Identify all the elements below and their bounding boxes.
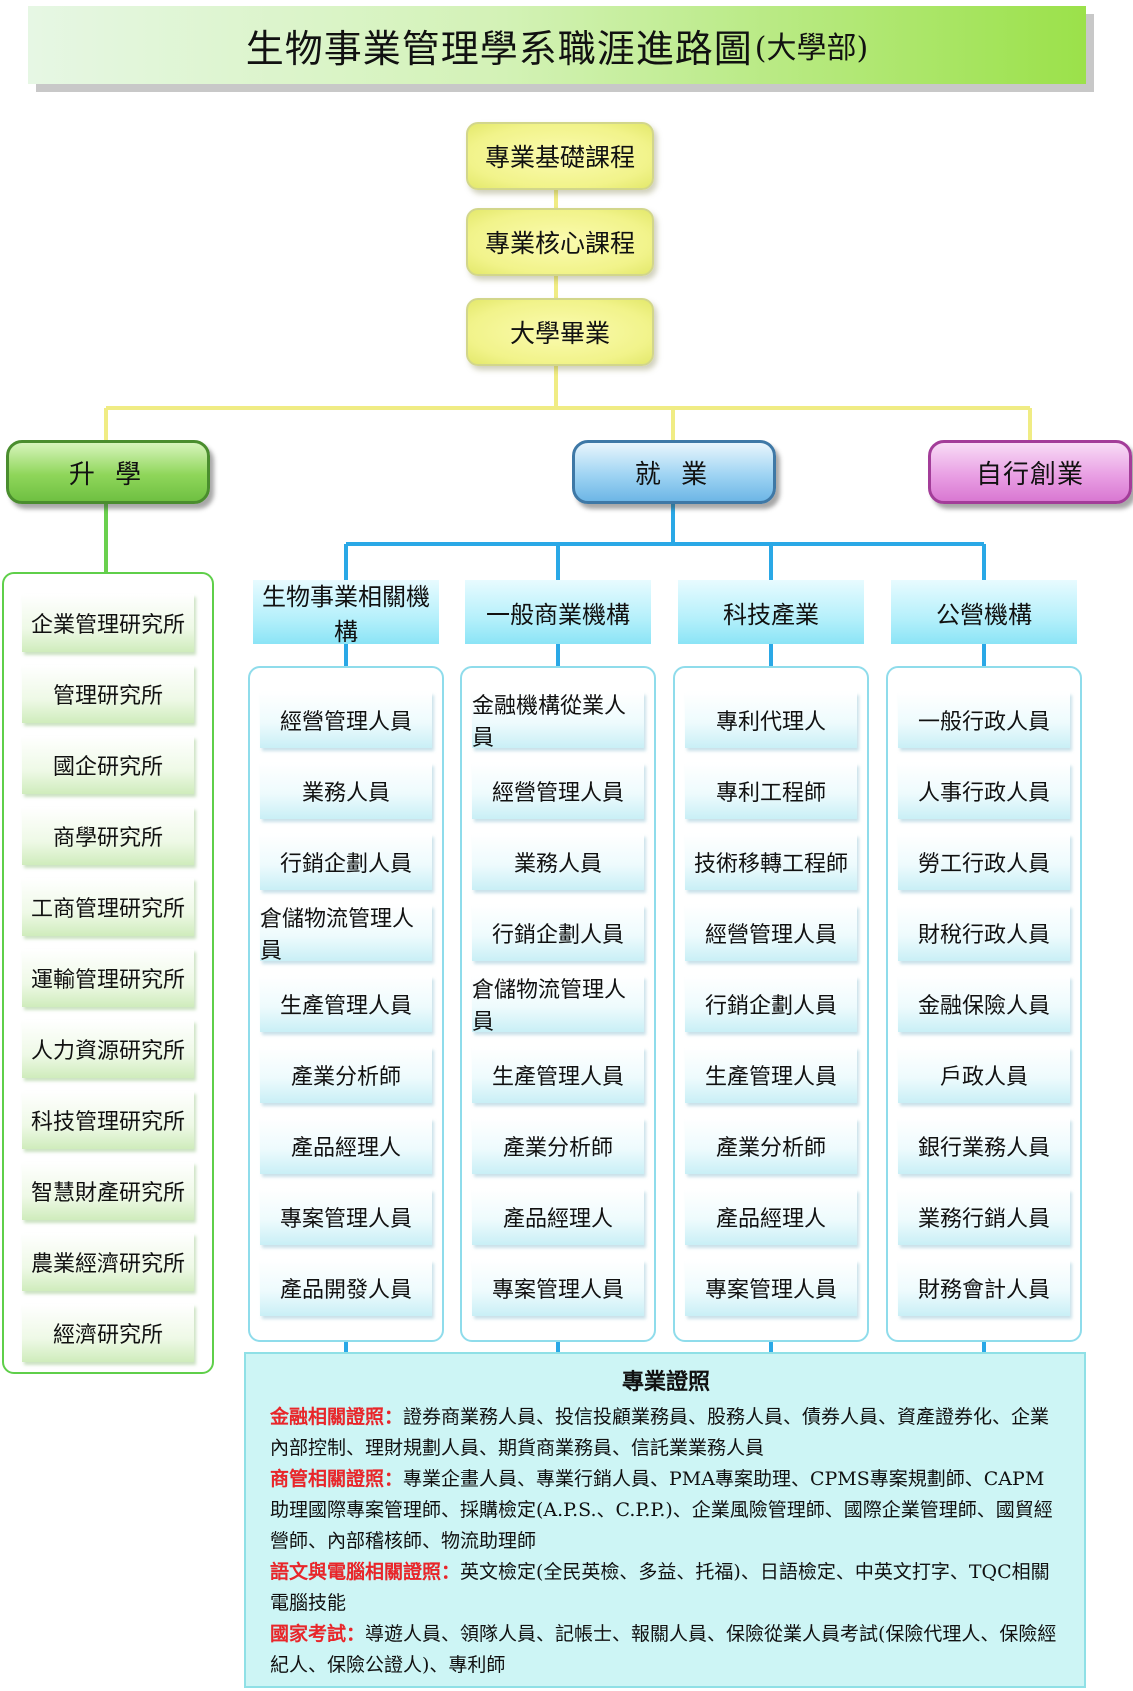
- job-category-bio: 生物事業相關機構: [253, 580, 439, 646]
- grad-school-item: 經濟研究所: [22, 1304, 194, 1362]
- path-employment: 就 業: [572, 440, 776, 504]
- page-title: 生物事業管理學系職涯進路圖: [245, 26, 753, 71]
- course-core: 專業核心課程: [466, 208, 654, 276]
- grad-school-item: 管理研究所: [22, 665, 194, 723]
- job-item: 專利代理人: [685, 692, 857, 748]
- grad-school-item: 科技管理研究所: [22, 1091, 194, 1149]
- grad-school-item: 國企研究所: [22, 736, 194, 794]
- job-item: 行銷企劃人員: [685, 976, 857, 1032]
- job-item: 銀行業務人員: [898, 1118, 1070, 1174]
- job-item: 業務人員: [260, 763, 432, 819]
- job-item: 產品開發人員: [260, 1260, 432, 1316]
- job-item: 經營管理人員: [260, 692, 432, 748]
- job-item: 經營管理人員: [472, 763, 644, 819]
- job-item: 金融機構從業人員: [472, 692, 644, 751]
- grad-school-item: 運輸管理研究所: [22, 949, 194, 1007]
- job-item: 倉儲物流管理人員: [260, 905, 432, 964]
- job-item: 生產管理人員: [260, 976, 432, 1032]
- cert-group-language-computer: 語文與電腦相關證照：英文檢定(全民英檢、多益、托福)、日語檢定、中英文打字、TQ…: [270, 1557, 1062, 1619]
- cert-group-text: 證券商業務人員、投信投顧業務員、股務人員、債券人員、資產證券化、企業內部控制、理…: [270, 1406, 1050, 1459]
- job-item: 生產管理人員: [472, 1047, 644, 1103]
- job-item: 戶政人員: [898, 1047, 1070, 1103]
- cert-group-label: 國家考試：: [270, 1623, 366, 1645]
- job-item: 產品經理人: [260, 1118, 432, 1174]
- cert-group-label: 商管相關證照：: [270, 1468, 404, 1490]
- job-item: 專案管理人員: [685, 1260, 857, 1316]
- cert-group-text: 專業企畫人員、專業行銷人員、PMA專案助理、CPMS專案規劃師、CAPM助理國際…: [270, 1468, 1053, 1552]
- title-banner: 生物事業管理學系職涯進路圖 (大學部): [28, 6, 1086, 84]
- grad-school-item: 農業經濟研究所: [22, 1233, 194, 1291]
- job-item: 財稅行政人員: [898, 905, 1070, 961]
- grad-school-item: 企業管理研究所: [22, 594, 194, 652]
- cert-group-label: 語文與電腦相關證照：: [270, 1561, 461, 1583]
- job-item: 產業分析師: [685, 1118, 857, 1174]
- job-item: 技術移轉工程師: [685, 834, 857, 890]
- grad-school-item: 工商管理研究所: [22, 878, 194, 936]
- job-item: 產業分析師: [472, 1118, 644, 1174]
- certificates-title: 專業證照: [621, 1369, 710, 1395]
- cert-group-management: 商管相關證照：專業企畫人員、專業行銷人員、PMA專案助理、CPMS專案規劃師、C…: [270, 1464, 1062, 1557]
- path-entrepreneurship: 自行創業: [928, 440, 1132, 504]
- path-further-study: 升 學: [6, 440, 210, 504]
- cert-group-finance: 金融相關證照：證券商業務人員、投信投顧業務員、股務人員、債券人員、資產證券化、企…: [270, 1402, 1062, 1464]
- job-item: 勞工行政人員: [898, 834, 1070, 890]
- job-item: 倉儲物流管理人員: [472, 976, 644, 1035]
- job-item: 專案管理人員: [260, 1189, 432, 1245]
- course-graduation: 大學畢業: [466, 298, 654, 366]
- job-item: 一般行政人員: [898, 692, 1070, 748]
- job-item: 產品經理人: [472, 1189, 644, 1245]
- cert-group-national-exam: 國家考試：導遊人員、領隊人員、記帳士、報關人員、保險從業人員考試(保險代理人、保…: [270, 1619, 1062, 1681]
- grad-school-item: 人力資源研究所: [22, 1020, 194, 1078]
- job-item: 行銷企劃人員: [472, 905, 644, 961]
- job-item: 經營管理人員: [685, 905, 857, 961]
- job-category-tech: 科技產業: [678, 580, 864, 644]
- course-foundation: 專業基礎課程: [466, 122, 654, 190]
- job-item: 行銷企劃人員: [260, 834, 432, 890]
- certificates-panel: 專業證照 金融相關證照：證券商業務人員、投信投顧業務員、股務人員、債券人員、資產…: [244, 1352, 1086, 1688]
- job-category-public: 公營機構: [891, 580, 1077, 644]
- cert-group-text: 英文檢定(全民英檢、多益、托福)、日語檢定、中英文打字、TQC相關電腦技能: [270, 1561, 1050, 1614]
- cert-group-text: 導遊人員、領隊人員、記帳士、報關人員、保險從業人員考試(保險代理人、保險經紀人、…: [270, 1623, 1057, 1676]
- cert-group-label: 金融相關證照：: [270, 1406, 404, 1428]
- job-item: 業務行銷人員: [898, 1189, 1070, 1245]
- job-item: 產品經理人: [685, 1189, 857, 1245]
- job-item: 產業分析師: [260, 1047, 432, 1103]
- page-subtitle: (大學部): [754, 31, 869, 66]
- job-item: 專利工程師: [685, 763, 857, 819]
- job-item: 財務會計人員: [898, 1260, 1070, 1316]
- grad-school-item: 商學研究所: [22, 807, 194, 865]
- job-item: 業務人員: [472, 834, 644, 890]
- grad-school-item: 智慧財產研究所: [22, 1162, 194, 1220]
- job-category-commerce: 一般商業機構: [465, 580, 651, 644]
- job-item: 人事行政人員: [898, 763, 1070, 819]
- job-item: 金融保險人員: [898, 976, 1070, 1032]
- job-item: 專案管理人員: [472, 1260, 644, 1316]
- job-item: 生產管理人員: [685, 1047, 857, 1103]
